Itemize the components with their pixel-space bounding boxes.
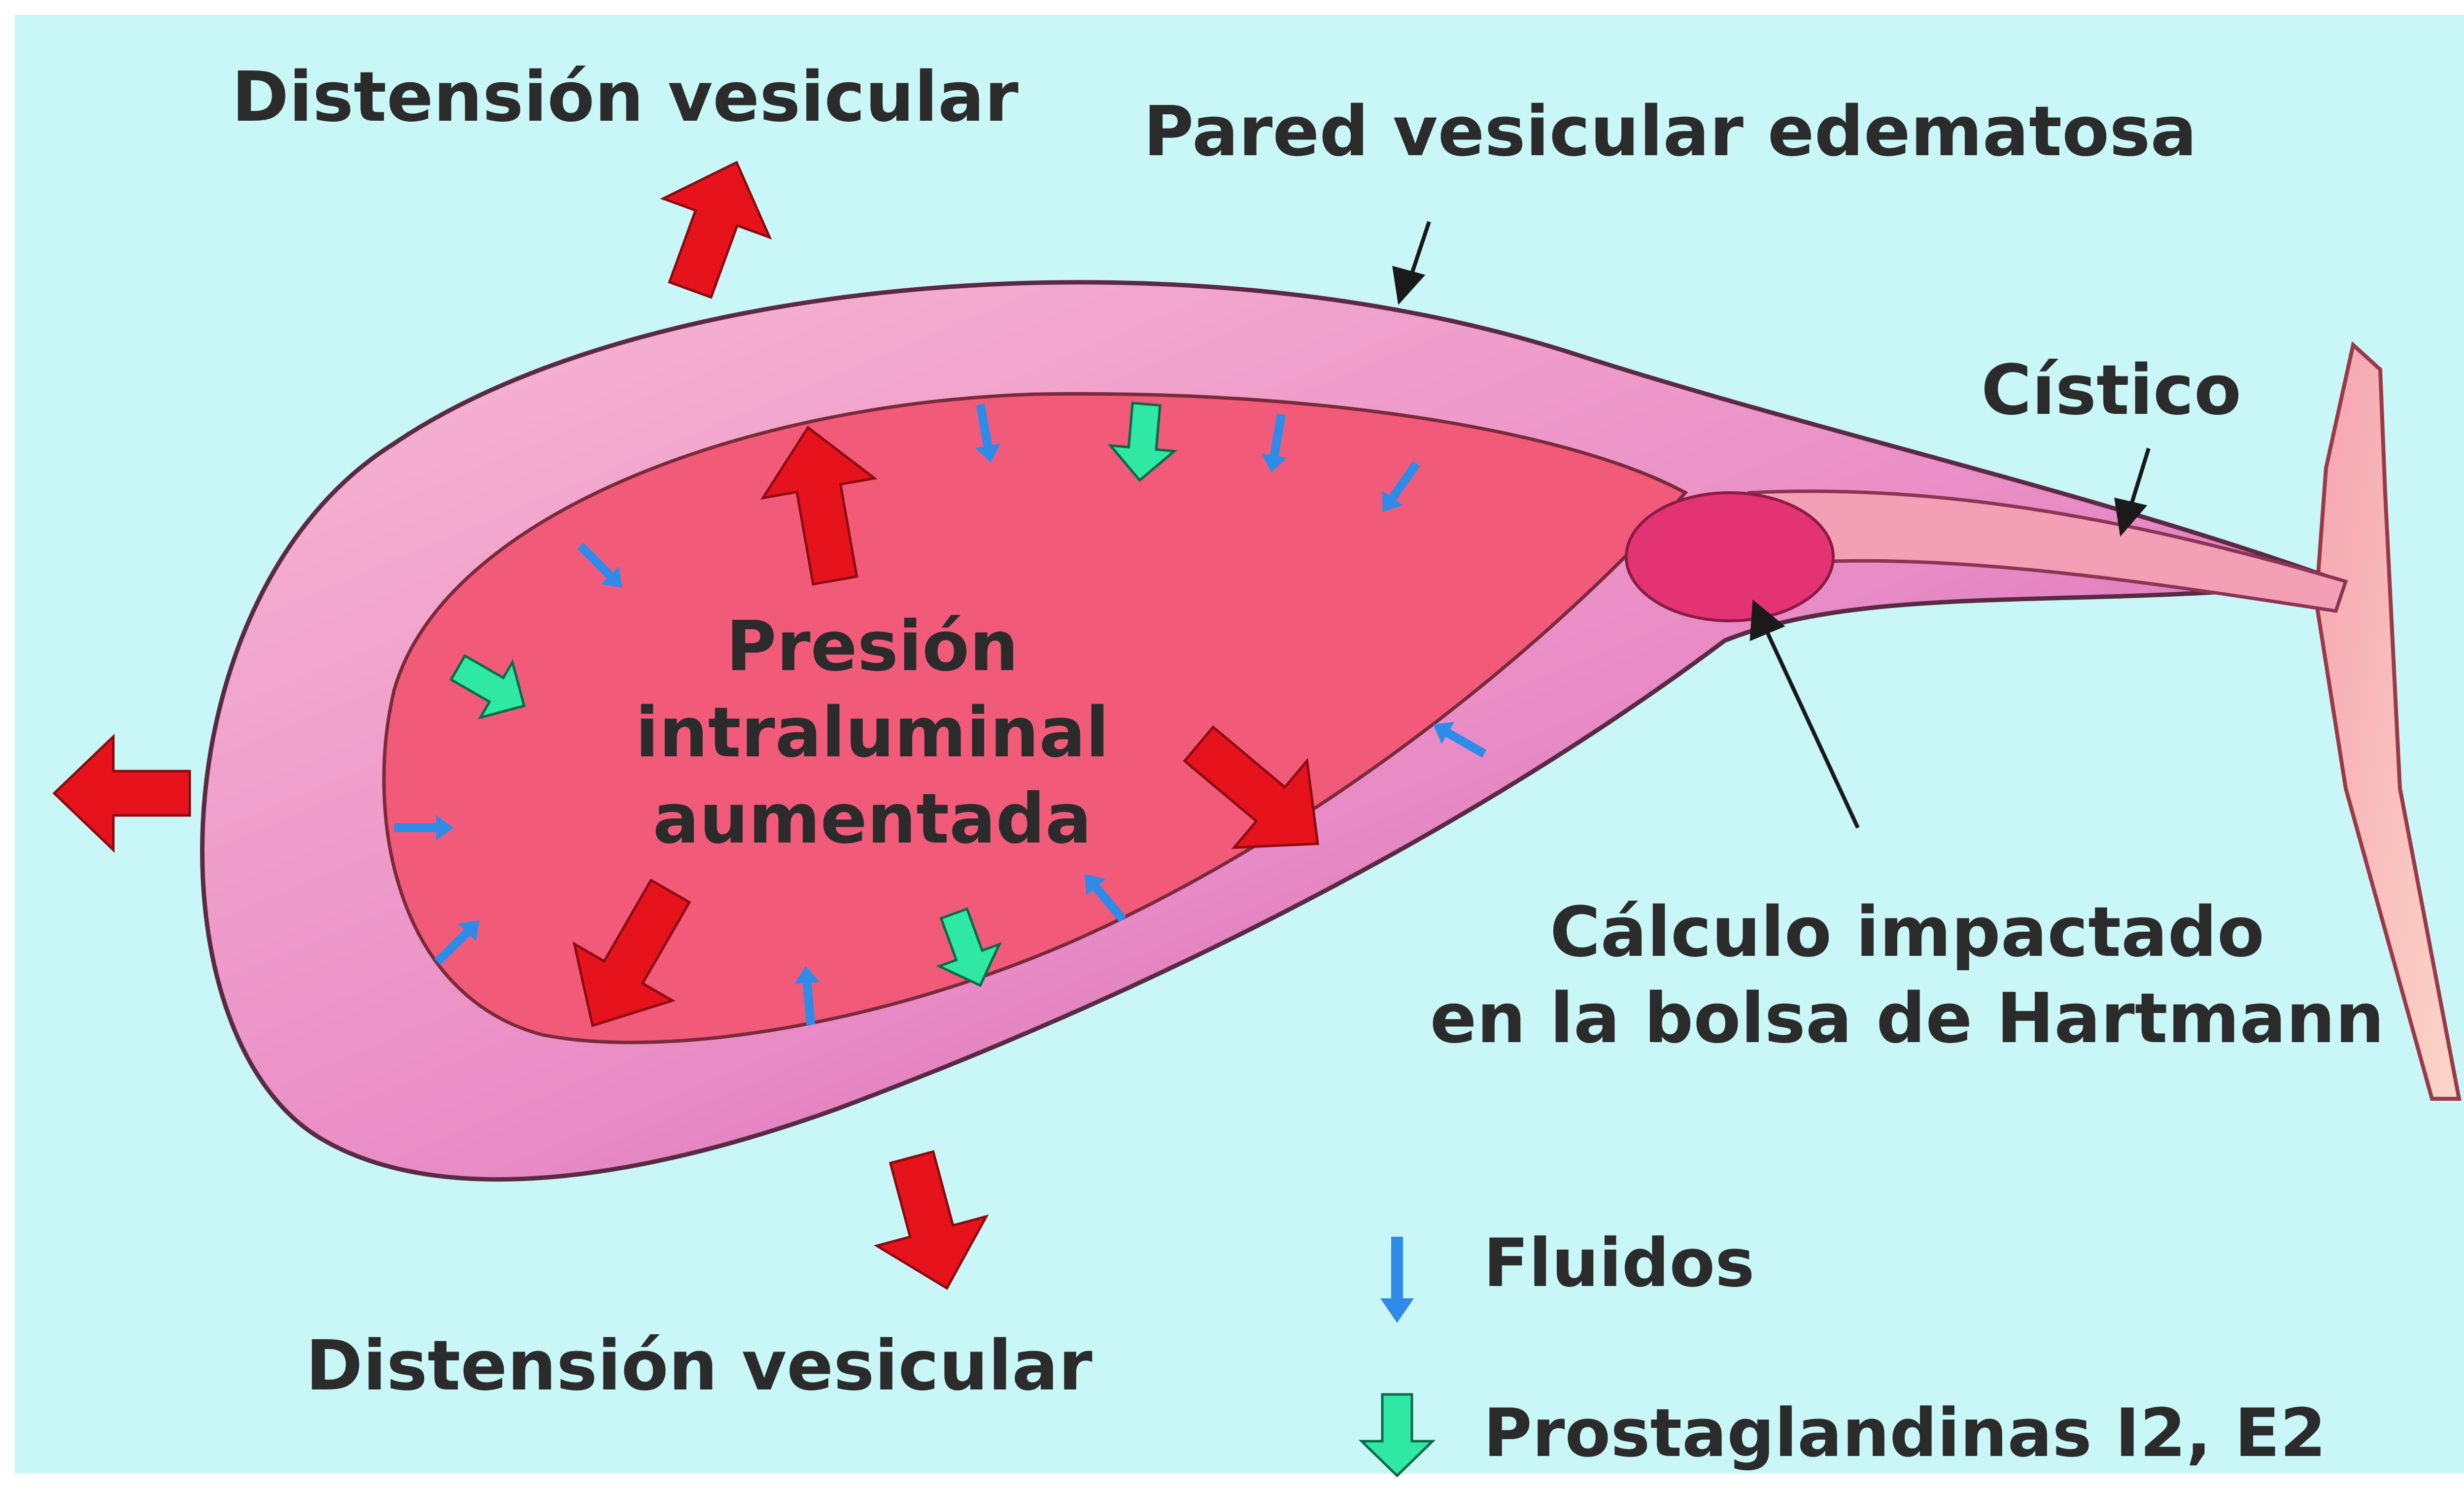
label-presion-1: Presión <box>726 607 1019 687</box>
label-distension-top: Distensión vesicular <box>232 57 1019 137</box>
label-pared: Pared vesicular edematosa <box>1143 92 2197 172</box>
impacted-stone <box>1626 493 1833 621</box>
label-presion-3: aumentada <box>653 779 1092 859</box>
label-presion-2: intraluminal <box>635 693 1109 773</box>
legend-label-prostaglandinas: Prostaglandinas I2, E2 <box>1483 1394 2326 1472</box>
label-distension-bottom: Distensión vesicular <box>306 1326 1093 1406</box>
legend-label-fluidos: Fluidos <box>1483 1224 1755 1302</box>
label-cistico: Cístico <box>1981 350 2241 431</box>
label-calculo-2: en la bolsa de Hartmann <box>1430 979 2385 1059</box>
label-calculo-1: Cálculo impactado <box>1550 892 2264 973</box>
